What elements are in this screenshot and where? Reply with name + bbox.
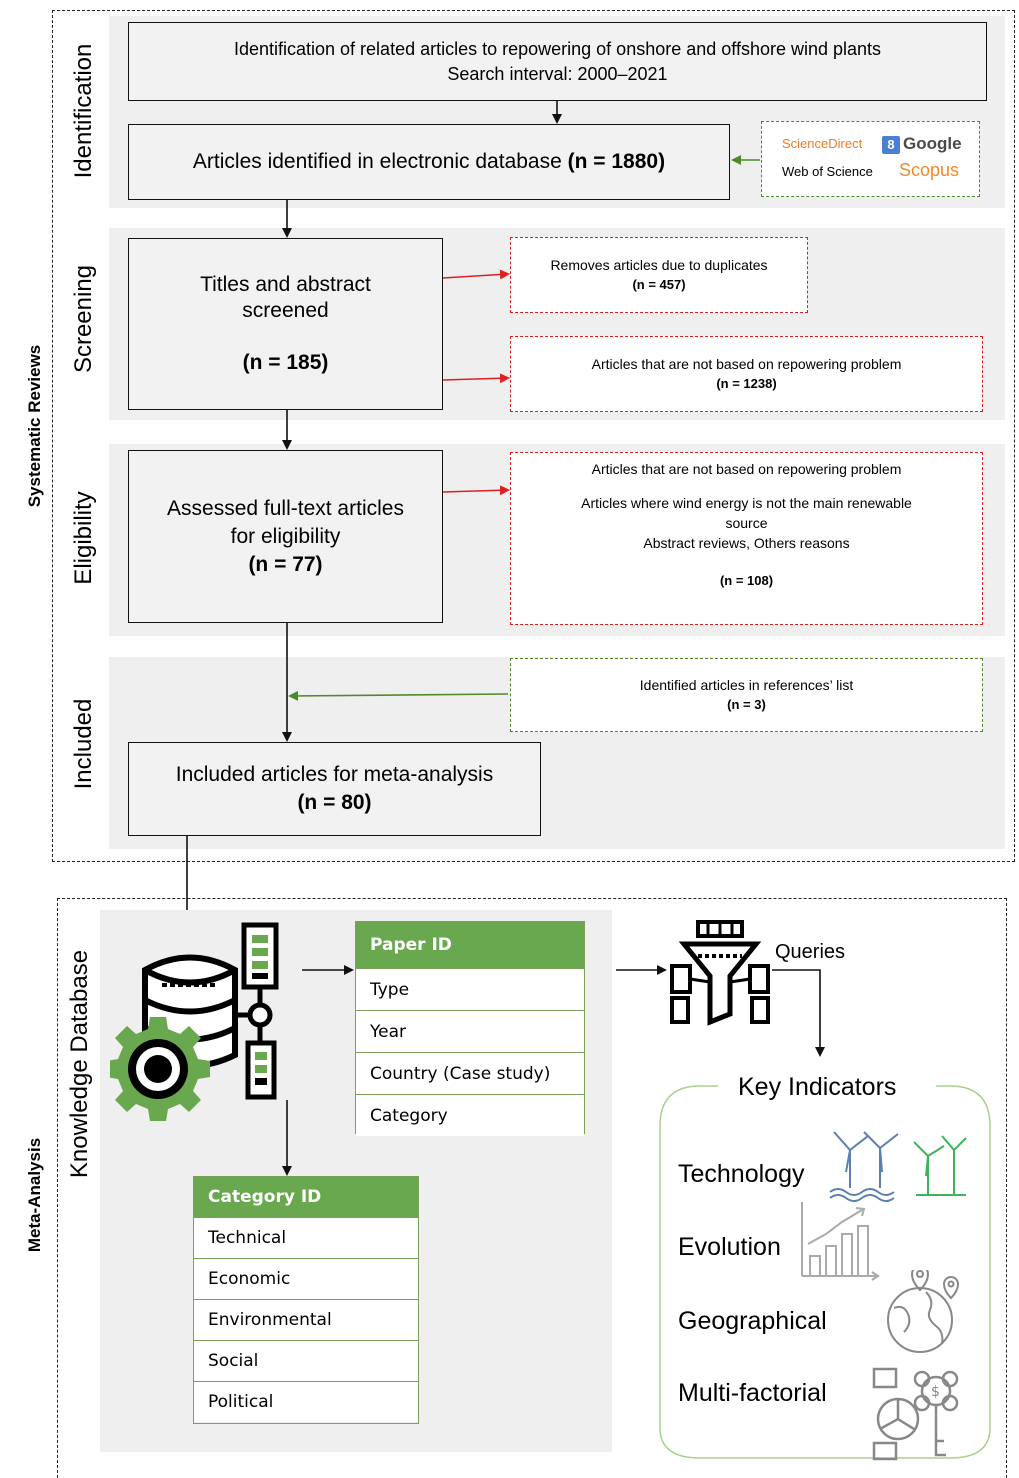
screening-count: (n = 185): [242, 351, 329, 374]
arrow-to-not-repowering: [442, 373, 510, 384]
table-row: Political: [194, 1381, 418, 1422]
duplicates-excluded-box: Removes articles due to duplicates (n = …: [510, 237, 808, 313]
database-articles-box: Articles identified in electronic databa…: [128, 124, 730, 200]
arrow-to-duplicates: [442, 269, 510, 280]
multi-factorial-icon: $: [872, 1367, 959, 1461]
web-of-science-logo: Web of Science: [782, 164, 873, 179]
elig-excl-line2: Articles where wind energy is not the ma…: [581, 495, 912, 511]
references-count: (n = 3): [727, 697, 766, 712]
table-row: Country (Case study): [356, 1052, 584, 1094]
table-row: Economic: [194, 1258, 418, 1299]
indicator-geographical: Geographical: [678, 1307, 827, 1335]
queries-label: Queries: [775, 941, 846, 963]
indicator-technology: Technology: [678, 1160, 805, 1188]
screening-line1: Titles and abstract: [200, 273, 371, 296]
arrow-query-to-indicators: [772, 969, 825, 1057]
key-indicators-title: Key Indicators: [738, 1073, 897, 1101]
growth-chart-icon: [801, 1202, 880, 1281]
google-scholar-icon: 8: [882, 136, 900, 154]
not-repowering-excluded-box: Articles that are not based on repowerin…: [510, 336, 983, 412]
google-wordmark: Google: [903, 134, 962, 153]
eligibility-box: Assessed full-text articles for eligibil…: [128, 450, 443, 623]
sciencedirect-logo: ScienceDirect: [782, 136, 863, 151]
wind-turbine-icon: [829, 1131, 967, 1202]
sources-box: ScienceDirect 8 Google Web of Science Sc…: [761, 121, 980, 197]
arrow-to-eligibility-excluded: [442, 485, 510, 496]
references-text: Identified articles in references’ list: [639, 677, 854, 693]
search-line1: Identification of related articles to re…: [233, 38, 882, 59]
paper-id-table: Paper ID Type Year Country (Case study) …: [355, 921, 585, 1136]
included-count: (n = 80): [297, 791, 372, 814]
elig-excl-line3: source: [725, 515, 768, 531]
meta-analysis-frame: [57, 898, 1007, 1478]
included-line1: Included articles for meta-analysis: [175, 763, 494, 786]
table-row: Environmental: [194, 1299, 418, 1340]
not-repowering-count: (n = 1238): [716, 376, 777, 391]
globe-location-icon: [887, 1270, 960, 1353]
arrow-references-to-flow: [288, 690, 509, 701]
category-id-table: Category ID Technical Economic Environme…: [193, 1176, 419, 1424]
eligibility-excluded-box: Articles that are not based on repowerin…: [510, 452, 983, 625]
included-box: Included articles for meta-analysis (n =…: [128, 742, 541, 836]
search-line2: Search interval: 2000–2021: [447, 63, 668, 84]
key-indicators-frame: [659, 1085, 991, 1459]
svg-text:$: $: [931, 1384, 940, 1400]
eligibility-count: (n = 77): [248, 552, 323, 576]
table-row: Technical: [194, 1217, 418, 1258]
scopus-logo: Scopus: [899, 160, 960, 180]
duplicates-text: Removes articles due to duplicates: [550, 257, 768, 273]
table-row: Type: [356, 968, 584, 1010]
screening-line2: screened: [242, 299, 329, 322]
eligibility-line1: Assessed full-text articles: [167, 496, 404, 520]
references-box: Identified articles in references’ list …: [510, 658, 983, 732]
duplicates-count: (n = 457): [632, 277, 686, 292]
database-articles-count: (n = 1880): [567, 150, 666, 173]
elig-excl-line1: Articles that are not based on repowerin…: [591, 461, 902, 477]
paper-id-header: Paper ID: [356, 922, 584, 968]
screening-box: Titles and abstract screened (n = 185): [128, 238, 443, 410]
systematic-reviews-frame: [52, 10, 1015, 862]
database-articles-text: Articles identified in electronic databa…: [192, 150, 562, 173]
category-id-header: Category ID: [194, 1177, 418, 1217]
elig-excl-line4: Abstract reviews, Others reasons: [643, 535, 850, 551]
eligibility-line2: for eligibility: [230, 524, 341, 548]
knowledge-database-icon: [110, 922, 279, 1121]
table-row: Year: [356, 1010, 584, 1052]
identification-search-box: Identification of related articles to re…: [128, 22, 987, 101]
table-row: Social: [194, 1340, 418, 1381]
google-scholar-logo: 8 Google: [882, 134, 972, 158]
indicator-evolution: Evolution: [678, 1233, 781, 1261]
table-row: Category: [356, 1094, 584, 1136]
query-funnel-icon: [670, 920, 770, 1026]
indicator-multi-factorial: Multi-factorial: [678, 1379, 827, 1407]
not-repowering-text: Articles that are not based on repowerin…: [591, 356, 902, 372]
elig-excl-count: (n = 108): [719, 573, 774, 588]
